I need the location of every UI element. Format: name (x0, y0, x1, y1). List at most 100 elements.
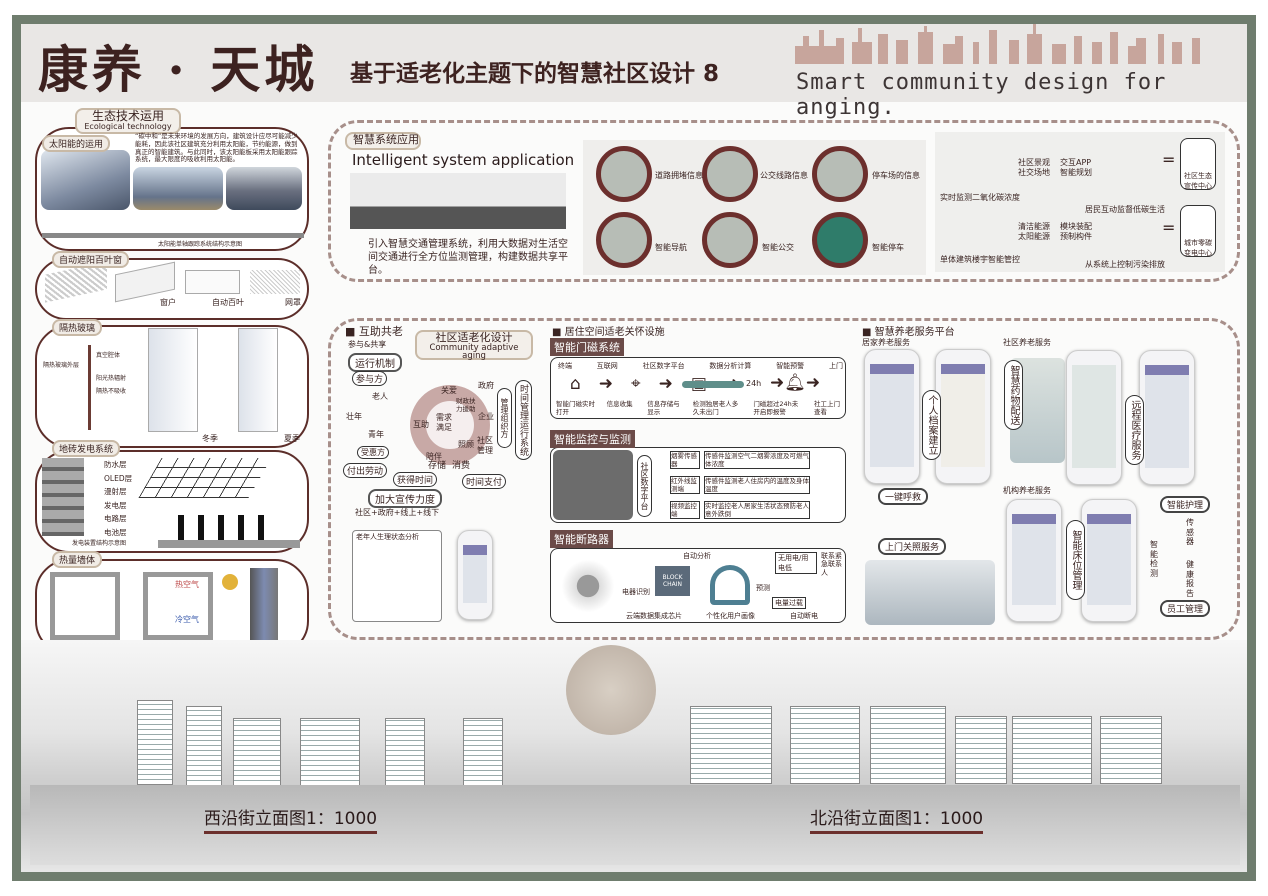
needs-center: 需求满足 (436, 413, 452, 432)
bed-label: 智能床位管理 (1066, 520, 1085, 600)
people-silhouettes (178, 515, 278, 540)
node-smart-bus-icon (702, 212, 758, 268)
admin-label: 管理组织方 (497, 388, 512, 448)
sos-label: 一键呼救 (878, 488, 929, 505)
breaker-label: 无用电/用电低 (775, 552, 817, 574)
eq-result: 城市零碳变电中心 (1180, 205, 1216, 257)
flow-label: 存储 (428, 461, 447, 471)
phone-remote-doctor (1066, 350, 1122, 485)
english-title: Smart community design for anging. (796, 70, 1167, 120)
eq-op: 交互APP 智能规划 (1060, 158, 1092, 177)
mutual-heading: ■ 互助共老 (345, 325, 403, 338)
node-label: 公交线路信息 (760, 171, 808, 180)
equals-sign: = (1162, 218, 1176, 237)
node-label: 智能导航 (655, 243, 687, 252)
node-navigation-icon (596, 212, 652, 268)
time-system-label: 时间管理运行系统 (515, 380, 532, 460)
remote-label: 远程医疗服务 (1125, 395, 1144, 465)
floor-layer-list: 防水层 OLED层 漫射层 发电层 电路层 电池层 (104, 458, 132, 539)
visit-iso-image (865, 560, 995, 625)
ground-reflection (30, 785, 1240, 865)
breaker-label: 个性化用户画像 (706, 612, 755, 620)
promo-label: 加大宣传力度 (368, 489, 442, 508)
door-steps: 终端互联网社区数字平台数据分析计算智能预警上门 (558, 361, 843, 371)
glass-section-model (148, 328, 198, 432)
building-west (186, 706, 222, 786)
wall-label: 热量墙体 (52, 551, 103, 568)
node-smart-parking-icon (812, 212, 868, 268)
work-label: 员工管理 (1160, 600, 1211, 617)
breaker-title: 智能断路器 (550, 530, 613, 548)
auto-louver-diagram (185, 270, 240, 294)
chip-icon: BLOCK CHAIN (655, 566, 690, 596)
ring-label: 照顾 (458, 440, 474, 449)
building-west (137, 700, 173, 785)
solar-text: “碳中和”是未来环境的发展方向，建筑设计应尽可能减少能耗，因此该社区建筑充分利用… (135, 132, 298, 164)
wall-section-model (250, 568, 278, 648)
flow-label: 获得时间 (393, 472, 438, 487)
party-label: 壮年 (346, 412, 362, 421)
glass-label: 隔热玻璃 (52, 319, 103, 336)
promo-item: 社区 (355, 508, 371, 517)
ecological-title-cn: 生态技术运用 (91, 109, 164, 123)
floor-layer: 发电层 (104, 500, 127, 510)
party-label: 政府 (478, 381, 494, 390)
intelligent-title-cn: 智慧系统应用 (353, 133, 419, 146)
eq-a: 单体建筑楼宇智能管控 (940, 255, 1020, 264)
sun-icon (222, 574, 238, 590)
glass-item: 真空腔体 (96, 352, 121, 359)
floor-layer: 电路层 (104, 514, 127, 523)
mesh-diagram (250, 270, 300, 294)
residential-heading-text: 居住空间适老关怀设施 (564, 327, 665, 338)
building-north (870, 706, 946, 784)
ecological-title: 生态技术运用 Ecological technology (75, 108, 181, 134)
glass-item: 阳光热辐射 (96, 375, 127, 382)
door-step: 数据分析计算 (709, 362, 752, 370)
platform-heading-text: 智慧养老服务平台 (874, 327, 955, 338)
sensor-desc: 传感件监测老人住房内的温度及身体温度 (704, 476, 810, 494)
building-north (790, 706, 860, 784)
door-step: 终端 (558, 362, 572, 370)
eq-op: 社区景观 社交场地 (1018, 158, 1050, 177)
home-service-label: 居家养老服务 (862, 338, 910, 347)
sensor-desc: 实时监控老人居家生活状态预防老人意外跌倒 (704, 501, 810, 519)
archive-label: 个人档案建立 (922, 390, 941, 460)
tracking-system-diagram (42, 233, 304, 238)
floor-layers-diagram (42, 458, 84, 536)
north-elevation-caption: 北沿街立面图1：1000 (810, 804, 984, 834)
door-system-panel (550, 357, 846, 419)
door-label: 智能门磁实时打开 (556, 400, 595, 416)
flow-label: 消费 (452, 461, 471, 471)
aging-title-cn: 社区适老化设计 (435, 331, 513, 344)
door-title: 智能门磁系统 (550, 338, 624, 356)
door-label: 检测独居老人多久未出门 (692, 400, 739, 416)
eq-op: 模块装配 预制构件 (1060, 222, 1092, 241)
nursing-label: 智能护理 (1160, 496, 1211, 513)
sensor-name: 视频监控端 (670, 501, 700, 519)
door-step: 上门 (828, 362, 843, 370)
promo-item: 线下 (423, 508, 440, 517)
building-west (300, 718, 360, 786)
door-hours: 24h (746, 379, 762, 388)
node-label: 智能公交 (762, 243, 794, 252)
louver-item: 网罩 (285, 298, 301, 307)
floor-layer: OLED层 (104, 473, 133, 483)
louver-item: 窗户 (160, 298, 176, 307)
breaker-label: 电量过载 (772, 597, 806, 609)
glass-item: 夏季 (284, 434, 300, 443)
platform-heading: ■ 智慧养老服务平台 (862, 327, 955, 338)
solar-label: 太阳能的运用 (42, 135, 111, 152)
cold-air-label: 冷空气 (175, 615, 199, 624)
delivery-label: 智慧药物配送 (1004, 360, 1023, 430)
floor-layer: 漫射层 (104, 487, 127, 496)
floor-layer: 防水层 (104, 460, 127, 469)
intelligent-system-section (328, 120, 1240, 282)
party-label: 社区管理 (477, 436, 493, 455)
door-label: 门磁超过24h未开启即报警 (753, 400, 799, 416)
breaker-label: 联系紧急联系人 (821, 552, 842, 577)
flow-label: 付出劳动 (343, 463, 388, 478)
building-north (690, 706, 772, 784)
house-iso-image (553, 450, 633, 520)
door-step: 互联网 (596, 362, 618, 370)
solar-caption: 太阳能单轴跟踪系统结构示意图 (158, 241, 243, 248)
